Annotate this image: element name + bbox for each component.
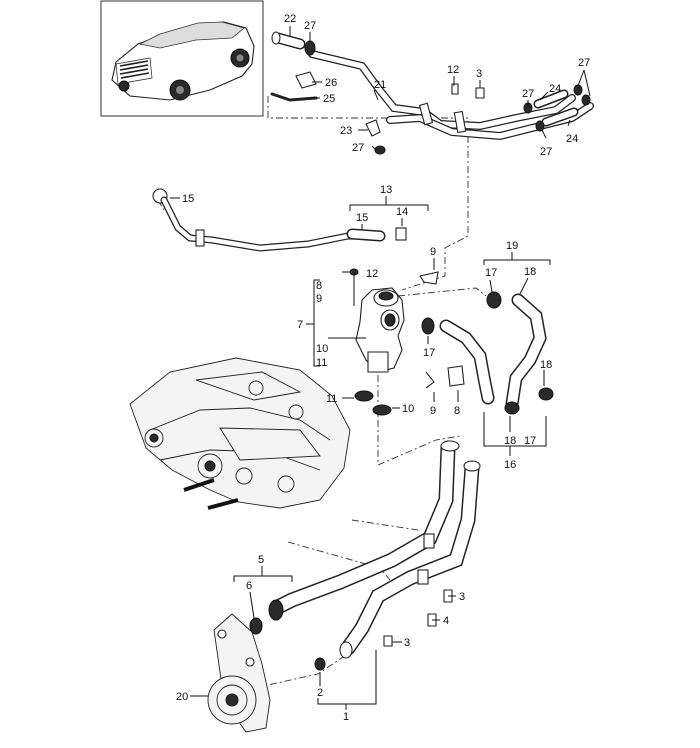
callout-17: 17 (423, 347, 435, 359)
callout-22: 22 (284, 13, 296, 25)
thermostat-housing (349, 268, 465, 416)
callout-23: 23 (340, 125, 352, 137)
callout-25: 25 (323, 93, 335, 105)
callout-10: 10 (402, 403, 414, 415)
car-inset (100, 0, 264, 117)
callout-4: 4 (443, 615, 449, 627)
callout-15: 15 (182, 193, 194, 205)
mid-pipe-assembly (152, 188, 407, 252)
callout-8: 8 (454, 405, 460, 417)
callout-leaders (170, 26, 591, 710)
callout-24: 24 (549, 83, 561, 95)
hose-assemblies (439, 291, 554, 415)
callout-15: 15 (356, 212, 368, 224)
callout-10: 10 (316, 343, 328, 355)
callout-26: 26 (325, 77, 337, 89)
callout-9: 9 (316, 293, 322, 305)
callout-19: 19 (506, 240, 518, 252)
callout-18: 18 (524, 266, 536, 278)
upper-pipe-assembly (270, 31, 594, 155)
callout-24: 24 (566, 133, 578, 145)
callout-8: 8 (316, 280, 322, 292)
callout-1: 1 (343, 711, 349, 723)
callout-27: 27 (522, 88, 534, 100)
callout-16: 16 (504, 459, 516, 471)
callout-17: 17 (485, 267, 497, 279)
callout-2: 2 (317, 687, 323, 699)
callout-20: 20 (176, 691, 188, 703)
callout-12: 12 (366, 268, 378, 280)
callout-3: 3 (476, 68, 482, 80)
callout-27: 27 (540, 146, 552, 158)
callout-11: 11 (326, 393, 337, 405)
callout-7: 7 (297, 319, 303, 331)
callout-13: 13 (380, 184, 392, 196)
callout-3: 3 (404, 637, 410, 649)
callout-27: 27 (352, 142, 364, 154)
callout-14: 14 (396, 206, 408, 218)
water-pump (207, 613, 271, 733)
callout-9: 9 (430, 405, 436, 417)
callout-18: 18 (540, 359, 552, 371)
callout-17: 17 (524, 435, 536, 447)
callout-5: 5 (258, 554, 264, 566)
engine-block (129, 357, 351, 510)
callout-27: 27 (578, 57, 590, 69)
callout-21: 21 (374, 79, 386, 91)
callout-18: 18 (504, 435, 516, 447)
callout-27: 27 (304, 20, 316, 32)
reference-lines (157, 96, 487, 695)
callout-11: 11 (316, 357, 327, 369)
callout-3: 3 (459, 591, 465, 603)
callout-9: 9 (430, 246, 436, 258)
callout-6: 6 (246, 580, 252, 592)
lower-pipe-assembly (249, 440, 481, 671)
callout-12: 12 (447, 64, 459, 76)
callout-labels: 22 27 12 3 27 26 21 24 27 25 23 27 27 24… (176, 13, 590, 723)
